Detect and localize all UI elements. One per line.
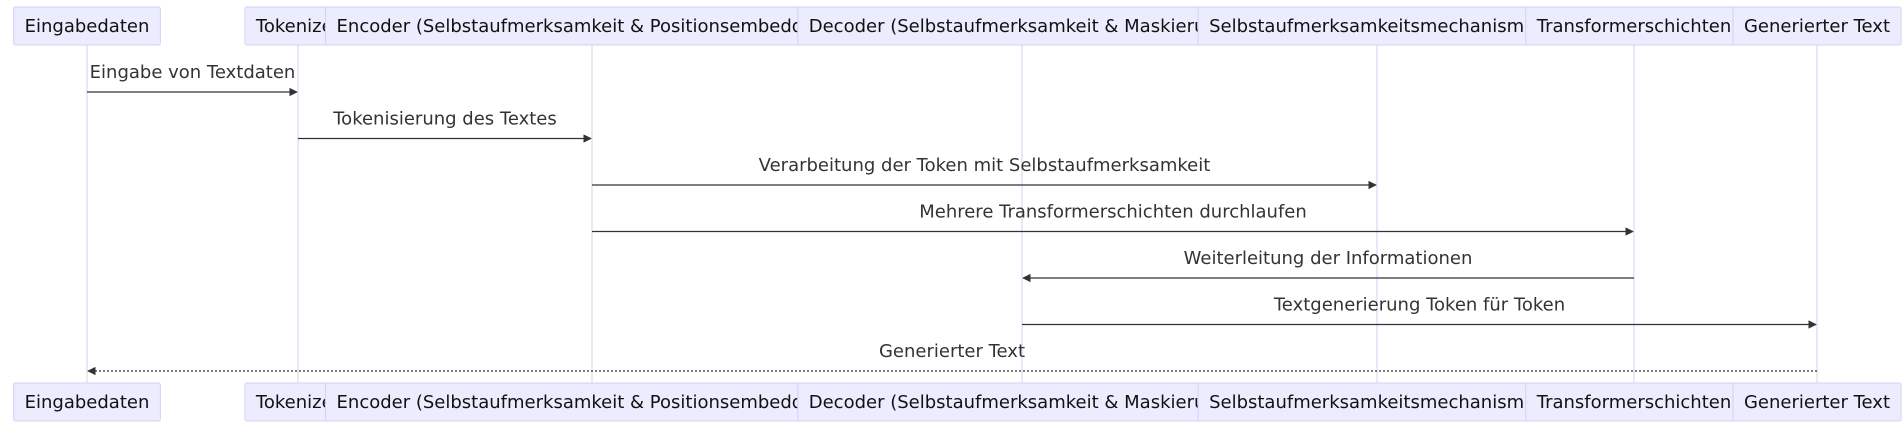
participant-transformer-bottom: Transformerschichten	[1525, 382, 1743, 422]
participant-box	[13, 382, 161, 422]
participant-label: Selbstaufmerksamkeitsmechanismus	[1209, 392, 1545, 413]
participant-encoder-top: Encoder (Selbstaufmerksamkeit & Position…	[325, 6, 859, 46]
message-4: Mehrere Transformerschichten durchlaufen	[592, 202, 1634, 236]
participant-label: Encoder (Selbstaufmerksamkeit & Position…	[337, 392, 848, 413]
participant-box	[13, 6, 161, 46]
participant-label: Encoder (Selbstaufmerksamkeit & Position…	[337, 16, 848, 37]
message-label: Eingabe von Textdaten	[90, 62, 296, 83]
participant-label: Selbstaufmerksamkeitsmechanismus	[1209, 16, 1545, 37]
participant-generiert-top: Generierter Text	[1732, 6, 1902, 46]
message-label: Tokenisierung des Textes	[332, 109, 557, 130]
participant-transformer-top: Transformerschichten	[1525, 6, 1743, 46]
message-3: Verarbeitung der Token mit Selbstaufmerk…	[592, 155, 1377, 190]
participant-decoder-bottom: Decoder (Selbstaufmerksamkeit & Maskieru…	[797, 382, 1247, 422]
participant-tokenizer-bottom: Tokenizer	[244, 382, 352, 422]
participant-box	[1732, 382, 1902, 422]
participant-label: Eingabedaten	[25, 16, 150, 37]
participant-tokenizer-top: Tokenizer	[244, 6, 352, 46]
participant-label: Decoder (Selbstaufmerksamkeit & Maskieru…	[809, 392, 1236, 413]
message-label: Textgenerierung Token für Token	[1273, 295, 1565, 316]
participant-label: Decoder (Selbstaufmerksamkeit & Maskieru…	[809, 16, 1236, 37]
participant-label: Transformerschichten	[1536, 392, 1732, 413]
participant-decoder-top: Decoder (Selbstaufmerksamkeit & Maskieru…	[797, 6, 1247, 46]
message-label: Generierter Text	[879, 341, 1025, 362]
participant-label: Eingabedaten	[25, 392, 150, 413]
message-label: Verarbeitung der Token mit Selbstaufmerk…	[759, 155, 1211, 176]
participant-label: Transformerschichten	[1536, 16, 1732, 37]
participant-box	[1732, 6, 1902, 46]
participant-label: Tokenizer	[255, 392, 341, 413]
message-label: Weiterleitung der Informationen	[1184, 248, 1473, 269]
participant-selbst-top: Selbstaufmerksamkeitsmechanismus	[1197, 6, 1557, 46]
participant-encoder-bottom: Encoder (Selbstaufmerksamkeit & Position…	[325, 382, 859, 422]
participant-label: Generierter Text	[1744, 392, 1890, 413]
message-2: Tokenisierung des Textes	[298, 109, 592, 143]
message-6: Textgenerierung Token für Token	[1022, 295, 1817, 329]
message-5: Weiterleitung der Informationen	[1022, 248, 1634, 283]
participant-label: Tokenizer	[255, 16, 341, 37]
participant-generiert-bottom: Generierter Text	[1732, 382, 1902, 422]
message-7: Generierter Text	[87, 341, 1817, 376]
message-1: Eingabe von Textdaten	[87, 62, 298, 97]
lifelines	[86, 45, 1818, 383]
message-label: Mehrere Transformerschichten durchlaufen	[919, 202, 1307, 223]
participant-eingabe-bottom: Eingabedaten	[13, 382, 161, 422]
participant-eingabe-top: Eingabedaten	[13, 6, 161, 46]
participant-selbst-bottom: Selbstaufmerksamkeitsmechanismus	[1197, 382, 1557, 422]
participant-label: Generierter Text	[1744, 16, 1890, 37]
